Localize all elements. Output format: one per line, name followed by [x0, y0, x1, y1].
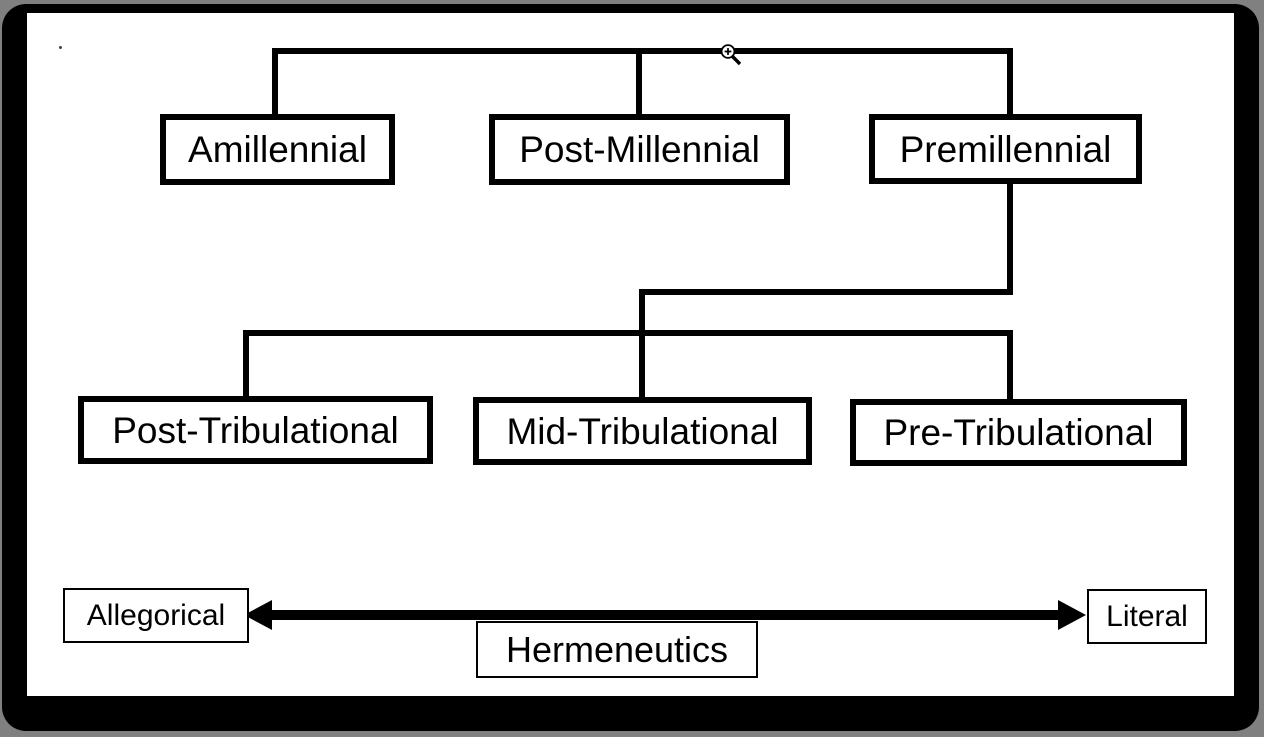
node-amillennial: Amillennial	[160, 114, 395, 185]
connector-drop-postmillennial	[636, 48, 642, 114]
connector-drop-pretrib	[1007, 330, 1013, 399]
axis-left-allegorical: Allegorical	[63, 588, 249, 643]
connector-top-horizontal	[272, 48, 1013, 54]
connector-drop-posttrib	[243, 330, 249, 396]
node-pre-tribulational: Pre-Tribulational	[850, 399, 1187, 466]
node-post-millennial: Post-Millennial	[489, 114, 790, 185]
connector-tier2-horizontal	[243, 330, 1013, 336]
connector-drop-premillennial	[1007, 48, 1013, 114]
node-premillennial: Premillennial	[869, 114, 1142, 184]
connector-stem-premillennial	[1007, 184, 1013, 295]
axis-right-literal: Literal	[1087, 589, 1207, 644]
connector-elbow-horizontal	[639, 289, 1013, 295]
node-mid-tribulational: Mid-Tribulational	[473, 397, 812, 465]
stray-dot	[59, 46, 62, 49]
connector-drop-amillennial	[272, 48, 278, 114]
connector-stem-midtrib	[639, 289, 645, 397]
axis-title-hermeneutics: Hermeneutics	[476, 621, 758, 678]
node-post-tribulational: Post-Tribulational	[78, 396, 433, 464]
